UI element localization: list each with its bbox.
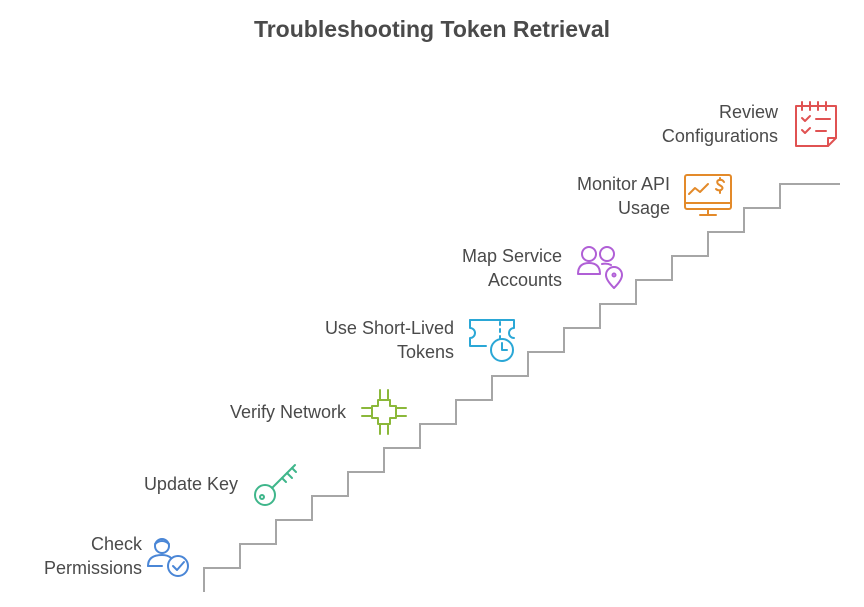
monitor-dollar-icon — [684, 172, 732, 220]
step-label-check-permissions: Check Permissions — [43, 534, 142, 578]
chip-network-icon — [360, 388, 408, 436]
step-label-map-service-accounts: Map Service Accounts — [461, 246, 562, 290]
step-label-use-short-lived-tokens: Use Short-Lived Tokens — [324, 318, 454, 362]
step-label-verify-network: Verify Network — [229, 402, 346, 422]
diagram-title: Troubleshooting Token Retrieval — [253, 16, 611, 42]
users-location-icon — [576, 244, 624, 292]
step-label-review-configurations: Review Configurations — [661, 102, 778, 146]
checklist-icon — [792, 100, 840, 148]
key-icon — [252, 460, 300, 508]
ticket-clock-icon — [468, 316, 516, 364]
staircase-line — [203, 183, 840, 592]
step-label-monitor-api-usage: Monitor API Usage — [576, 174, 670, 218]
user-check-icon — [144, 532, 192, 580]
step-label-update-key: Update Key — [143, 474, 238, 494]
